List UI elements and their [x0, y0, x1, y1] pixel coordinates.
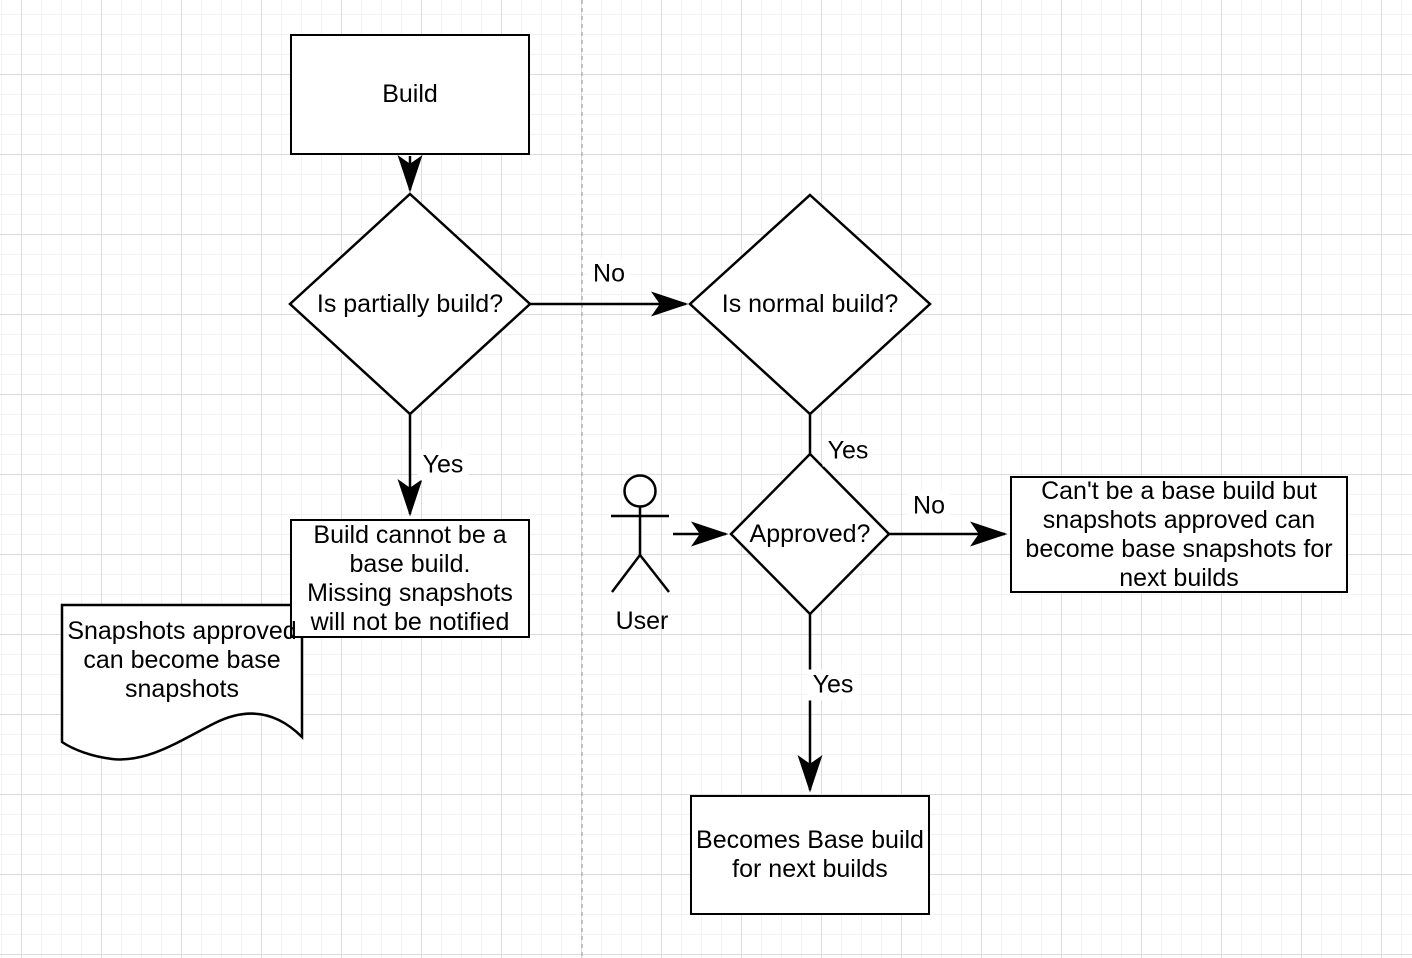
node-build[interactable]: Build — [290, 34, 530, 155]
edge-label-yes-approved-to-becomes[interactable]: Yes — [807, 669, 859, 701]
actor-leg-right — [639, 554, 670, 593]
node-cannot-be-base-label: Build cannot be a base build. Missing sn… — [307, 520, 513, 636]
edge-label-yes-partial-to-cannot[interactable]: Yes — [417, 449, 469, 481]
decision-is-normal-build[interactable] — [688, 193, 932, 416]
node-becomes-base[interactable]: Becomes Base build for next builds — [690, 795, 930, 915]
edge-label-no-approved-to-cant[interactable]: No — [908, 490, 950, 522]
decision-is-partially-build[interactable] — [288, 192, 532, 416]
edge-label-no-partial-to-normal[interactable]: No — [588, 258, 630, 290]
node-build-label: Build — [382, 80, 438, 108]
actor-head — [623, 474, 657, 508]
node-cannot-be-base[interactable]: Build cannot be a base build. Missing sn… — [290, 519, 530, 638]
decision-approved[interactable] — [729, 452, 891, 616]
document-snapshots-note[interactable] — [60, 603, 304, 761]
actor-user-figure[interactable] — [611, 474, 670, 593]
node-cant-be-base-but-label: Can't be a base build but snapshots appr… — [1025, 476, 1333, 592]
edge-label-yes-normal-to-approved[interactable]: Yes — [822, 435, 874, 467]
node-cant-be-base-but[interactable]: Can't be a base build but snapshots appr… — [1010, 476, 1348, 593]
node-becomes-base-label: Becomes Base build for next builds — [696, 826, 924, 883]
actor-leg-left — [611, 554, 641, 593]
